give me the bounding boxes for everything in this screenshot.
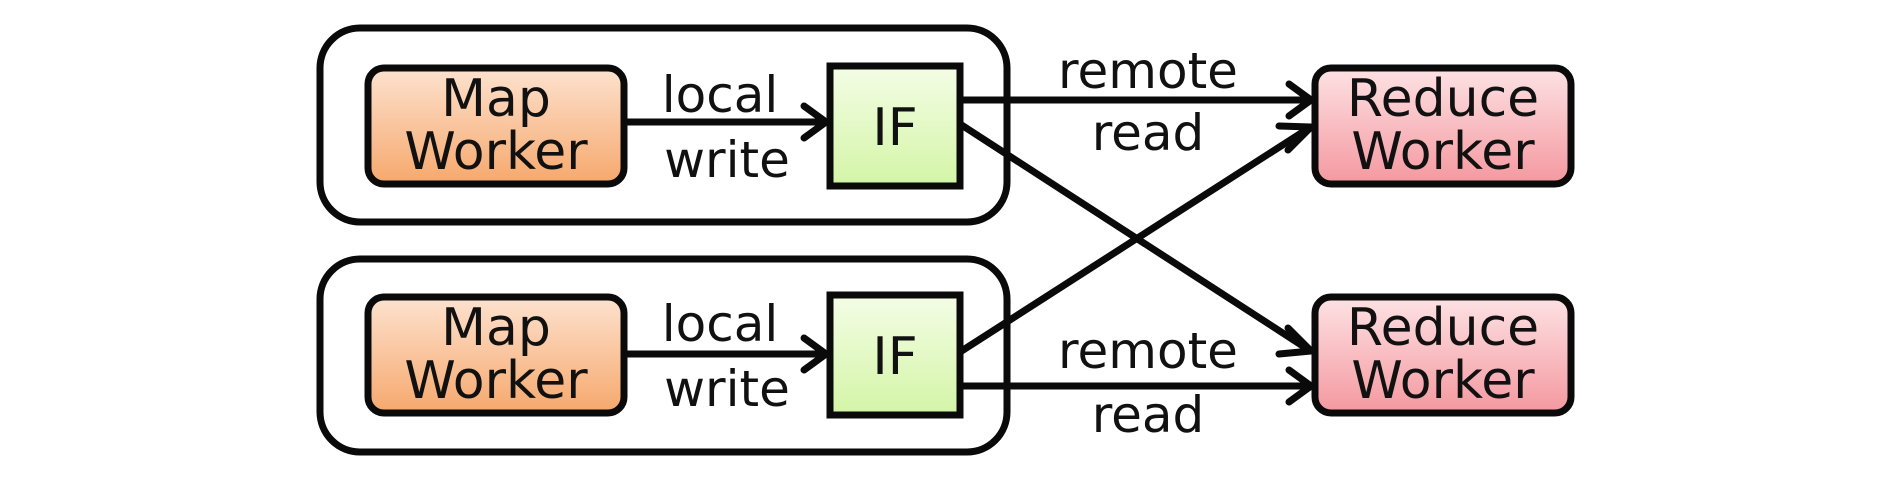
local-label-2-line1: local: [662, 295, 779, 353]
edge-local-write-2-arrowhead: [800, 334, 830, 374]
edge-local-write-2: [620, 334, 830, 374]
map-worker-1: Map Worker: [364, 64, 628, 188]
reduce-worker-1: Reduce Worker: [1311, 64, 1575, 188]
map-worker-1-line1: Map: [441, 69, 551, 129]
edge-remote-read-2-2-arrowhead: [1285, 366, 1315, 406]
remote-label-2-line1: remote: [1058, 322, 1238, 380]
edge-remote-read-2-2: [956, 366, 1315, 406]
map-group-2: Map Worker IF local write: [316, 255, 1011, 456]
map-worker-2-line2: Worker: [404, 351, 588, 411]
remote-label-1-line2: read: [1092, 104, 1205, 162]
edge-remote-read-2-1: [956, 122, 1315, 356]
local-label-1-line2: write: [664, 131, 790, 189]
reduce-worker-1-line2: Worker: [1351, 122, 1535, 182]
reduce-worker-box-1: [1311, 64, 1575, 188]
remote-label-2-line2: read: [1092, 386, 1205, 444]
if-box-2: [826, 291, 964, 419]
map-worker-2-line1: Map: [441, 298, 551, 358]
edge-local-write-1-arrowhead: [800, 102, 830, 142]
reduce-worker-1-line1: Reduce: [1347, 69, 1539, 129]
edge-remote-read-1-2-arrowhead: [1275, 324, 1315, 358]
if-node-1: IF: [826, 62, 964, 190]
edge-remote-read-1-1-arrowhead: [1285, 80, 1315, 120]
edge-local-write-1: [620, 102, 830, 142]
local-label-2-line2: write: [664, 360, 790, 418]
reduce-worker-2: Reduce Worker: [1311, 293, 1575, 417]
local-label-1-line1: local: [662, 66, 779, 124]
if-label-2: IF: [872, 327, 917, 387]
machine-container-1: [316, 24, 1011, 226]
edge-remote-read-2-1-arrowhead: [1275, 122, 1315, 154]
if-label-1: IF: [872, 98, 917, 158]
map-worker-box-1: [364, 64, 628, 188]
map-worker-2: Map Worker: [364, 293, 628, 417]
remote-label-1-line1: remote: [1058, 42, 1238, 100]
reduce-worker-box-2: [1311, 293, 1575, 417]
reduce-worker-2-line2: Worker: [1351, 351, 1535, 411]
reduce-worker-2-line1: Reduce: [1347, 298, 1539, 358]
map-worker-1-line2: Worker: [404, 122, 588, 182]
edge-remote-read-1-1: [956, 80, 1315, 120]
if-node-2: IF: [826, 291, 964, 419]
machine-container-2: [316, 255, 1011, 456]
edge-remote-read-2-1-line: [956, 124, 1313, 356]
